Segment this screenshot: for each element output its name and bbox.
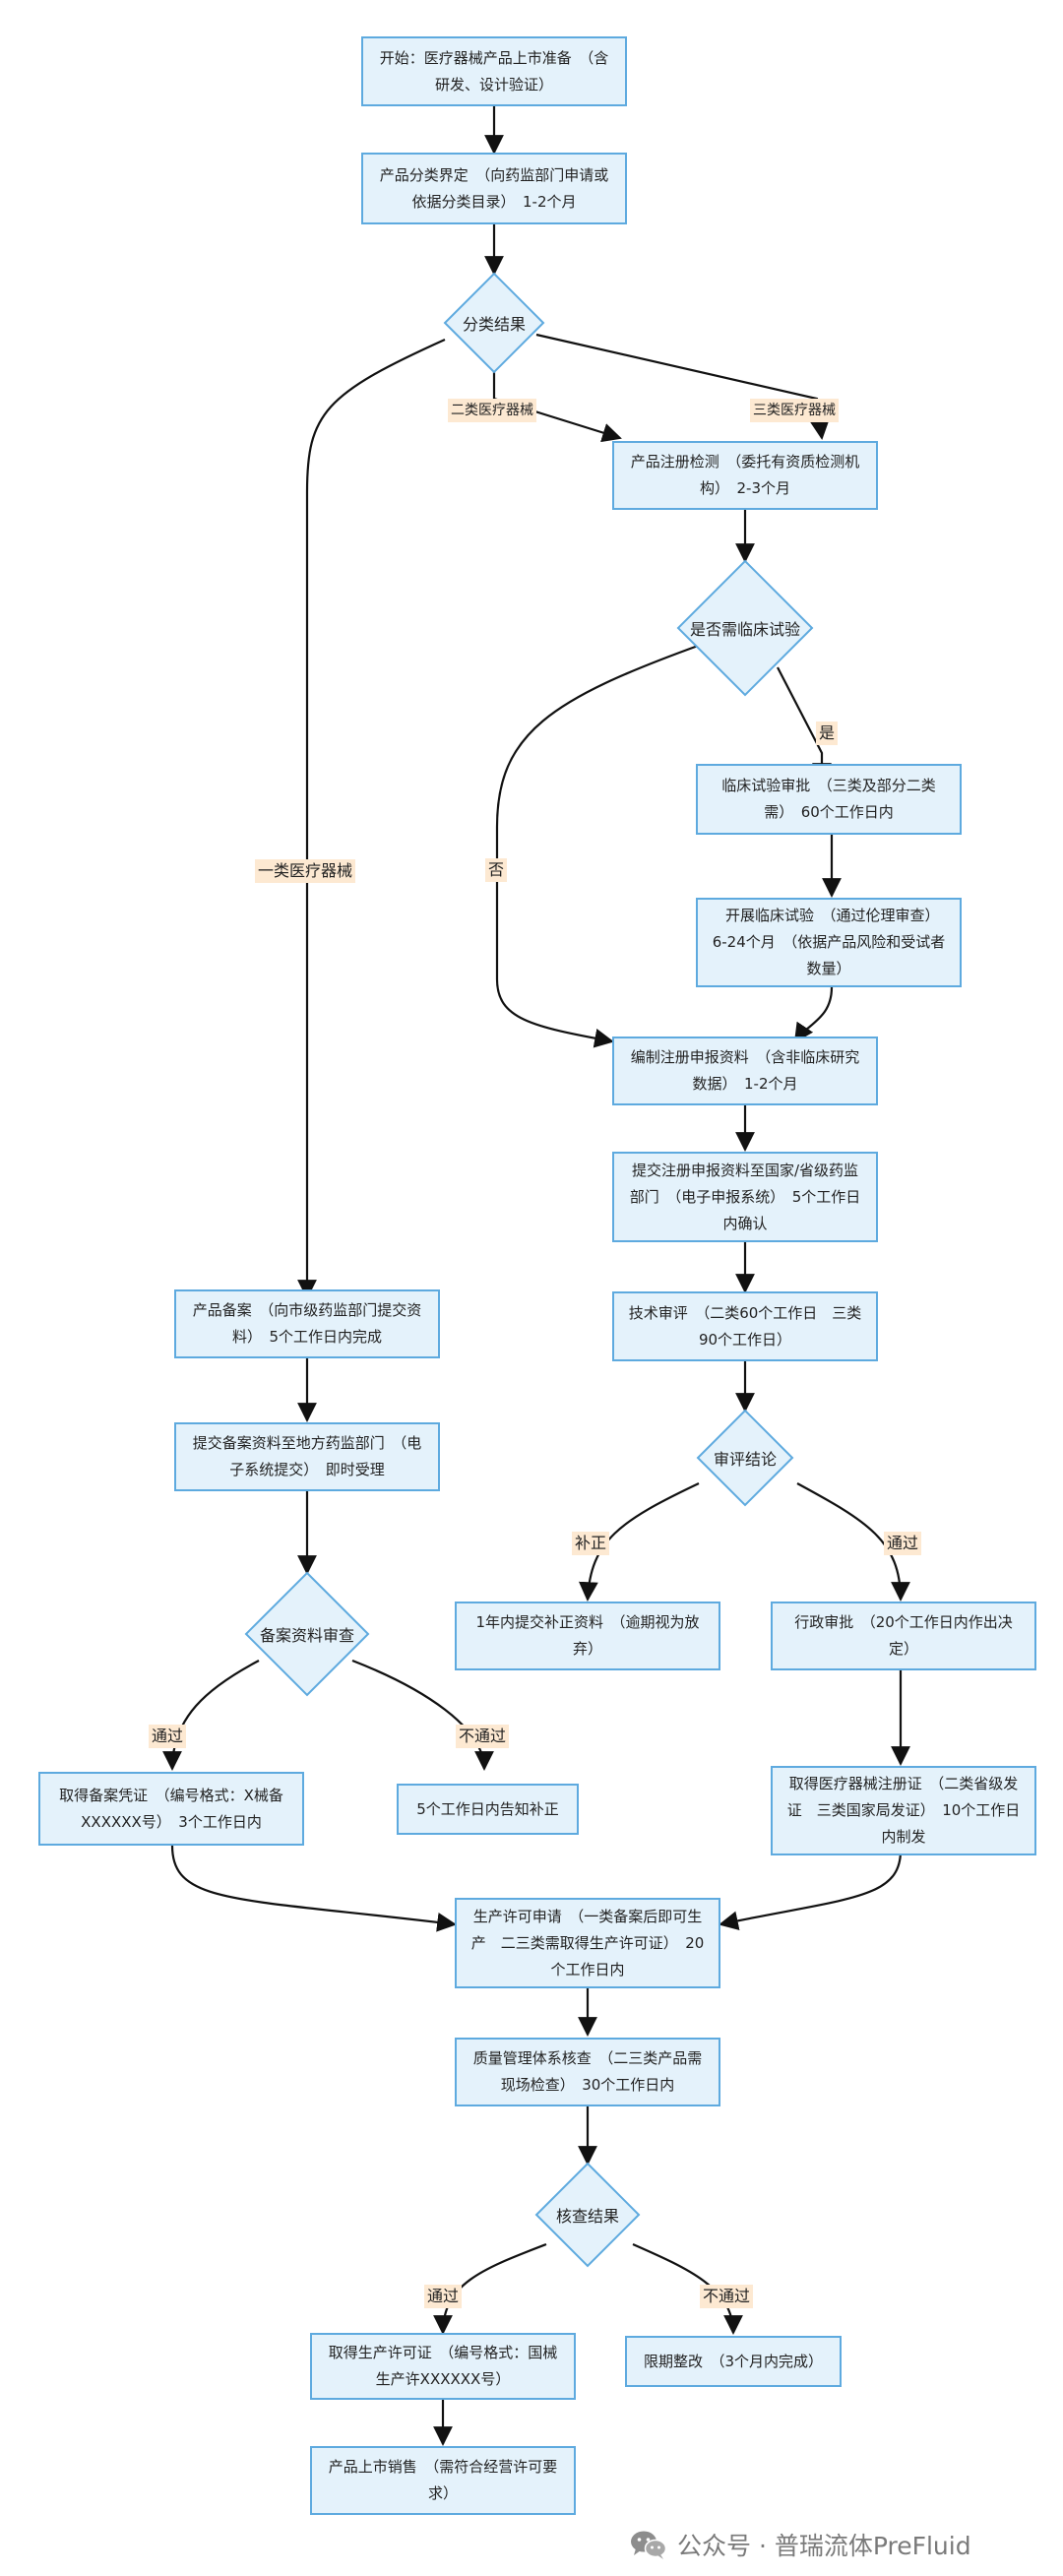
node-prod-license-apply: 生产许可申请 （一类备案后即可生产 二三类需取得生产许可证） 20个工作日内 [455,1898,720,1988]
edge-inspection-pass [433,2242,547,2335]
edge-filing-pass [162,1660,260,1771]
node-submit-filing: 提交备案资料至地方药监部门 （电子系统提交） 即时受理 [174,1422,440,1491]
edge-label-fail-inspection: 不通过 [700,2285,754,2308]
edge-label-supplement: 补正 [572,1532,610,1555]
edge-inspection-fail [632,2242,743,2335]
edge-label-yes: 是 [816,722,839,745]
edge-pass-review [796,1482,910,1602]
node-reg-cert: 取得医疗器械注册证 （二类省级发证 三类国家局发证） 10个工作日内制发 [771,1766,1036,1855]
edge-class3 [535,333,830,440]
node-prod-license: 取得生产许可证 （编号格式：国械生产许XXXXXX号） [310,2333,576,2400]
decision-diamond-classification [443,272,545,374]
decision-diamond-inspection [534,2162,641,2268]
edge-label-class1: 一类医疗器械 [255,859,356,883]
wechat-icon [631,2531,667,2559]
edge-label-pass-review: 通过 [884,1532,922,1555]
node-notify-fix: 5个工作日内告知补正 [397,1784,579,1835]
decision-filing-review: 备案资料审查 [259,1626,354,1645]
node-classify: 产品分类界定 （向药监部门申请或依据分类目录） 1-2个月 [361,153,627,224]
edge-filing-fail [351,1659,494,1771]
decision-diamond-clinical [676,559,814,697]
edge-label-fail-filing: 不通过 [456,1725,510,1748]
watermark: 公众号 · 普瑞流体PreFluid [630,2525,971,2564]
node-filing: 产品备案 （向市级药监部门提交资料） 5个工作日内完成 [174,1289,440,1358]
node-clinical-approval: 临床试验审批 （三类及部分二类需） 60个工作日内 [696,764,962,835]
edge-filingcert-license [170,1845,457,1932]
node-filing-cert: 取得备案凭证 （编号格式：X械备XXXXXX号） 3个工作日内 [38,1772,304,1846]
node-admin-approval: 行政审批 （20个工作日内作出决定） [771,1602,1036,1670]
decision-diamond-review [696,1409,794,1507]
edge-label-pass-inspection: 通过 [424,2285,463,2308]
node-submit-docs: 提交注册申报资料至国家/省级药监部门 （电子申报系统） 5个工作日内确认 [612,1152,878,1242]
node-tech-review: 技术审评 （二类60个工作日 三类90个工作日） [612,1291,878,1361]
node-qms-check: 质量管理体系核查 （二三类产品需现场检查） 30个工作日内 [455,2038,720,2106]
edge-label-class2: 二类医疗器械 [448,399,536,422]
edge-label-pass-filing: 通过 [149,1725,187,1748]
edge-label-no: 否 [485,858,508,882]
node-register-test: 产品注册检测 （委托有资质检测机构） 2-3个月 [612,441,878,510]
node-market: 产品上市销售 （需符合经营许可要求） [310,2446,576,2515]
decision-inspection-result: 核查结果 [555,2207,619,2226]
edge-regcert-license [719,1850,903,1931]
edge-trial-compile [793,986,834,1043]
decision-diamond-filing [244,1571,370,1697]
watermark-text: 公众号 · 普瑞流体PreFluid [677,2532,971,2560]
node-clinical-trial: 开展临床试验 （通过伦理审查） 6-24个月 （依据产品风险和受试者数量） [696,898,962,987]
decision-need-clinical: 是否需临床试验 [689,620,800,639]
node-supplement: 1年内提交补正资料 （逾期视为放弃） [455,1602,720,1670]
decision-classification-result: 分类结果 [462,315,526,334]
edge-label-class3: 三类医疗器械 [750,399,839,422]
edge-class1 [297,338,446,1299]
decision-review-conclusion: 审评结论 [713,1450,777,1469]
node-rectify: 限期整改 （3个月内完成） [625,2336,842,2387]
edge-no [495,643,702,1048]
node-start: 开始：医疗器械产品上市准备 （含研发、设计验证） [361,36,627,106]
edge-supplement [579,1482,700,1602]
node-compile-docs: 编制注册申报资料 （含非临床研究数据） 1-2个月 [612,1037,878,1105]
